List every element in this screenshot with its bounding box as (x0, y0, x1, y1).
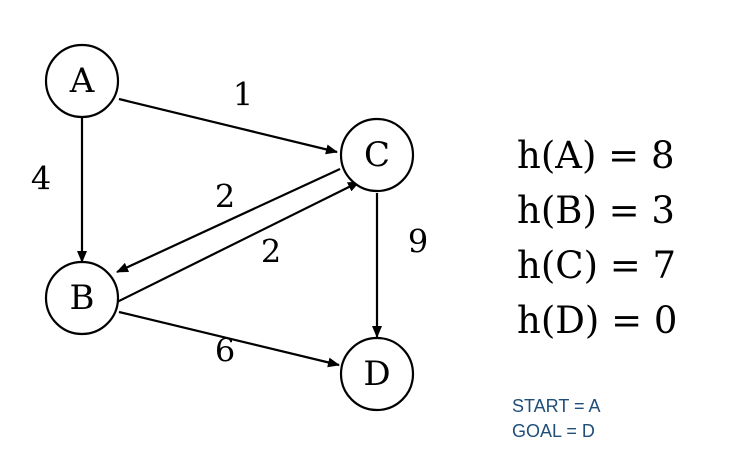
edge-b-to-d (118, 310, 340, 368)
node-c-label: C (364, 135, 390, 175)
start-label: START = A (512, 396, 601, 416)
edge-weight-b-c: 2 (261, 233, 281, 271)
heuristic-d: h(D) = 0 (517, 299, 678, 342)
edge-weight-c-b: 2 (215, 178, 235, 216)
node-d-label: D (363, 354, 390, 394)
heuristic-c: h(C) = 7 (517, 244, 677, 287)
node-a-label: A (69, 61, 95, 101)
edge-weight-a-b: 4 (31, 160, 51, 198)
heuristic-b: h(B) = 3 (517, 189, 675, 232)
node-b-label: B (70, 278, 95, 318)
edge-weight-b-d: 6 (215, 332, 235, 370)
edge-a-to-c (118, 97, 338, 155)
node-d: D (339, 336, 415, 412)
node-c: C (339, 117, 415, 193)
edge-weight-c-d: 9 (408, 223, 428, 261)
heuristic-a: h(A) = 8 (517, 134, 675, 177)
node-a: A (44, 43, 120, 119)
search-parameters: START = A GOAL = D (512, 394, 601, 444)
heuristic-list: h(A) = 8 h(B) = 3 h(C) = 7 h(D) = 0 (517, 128, 677, 348)
edge-c-to-b (116, 168, 341, 273)
edge-b-to-c (116, 181, 360, 303)
goal-label: GOAL = D (512, 421, 595, 441)
edge-weight-a-c: 1 (233, 76, 253, 114)
node-b: B (44, 260, 120, 336)
